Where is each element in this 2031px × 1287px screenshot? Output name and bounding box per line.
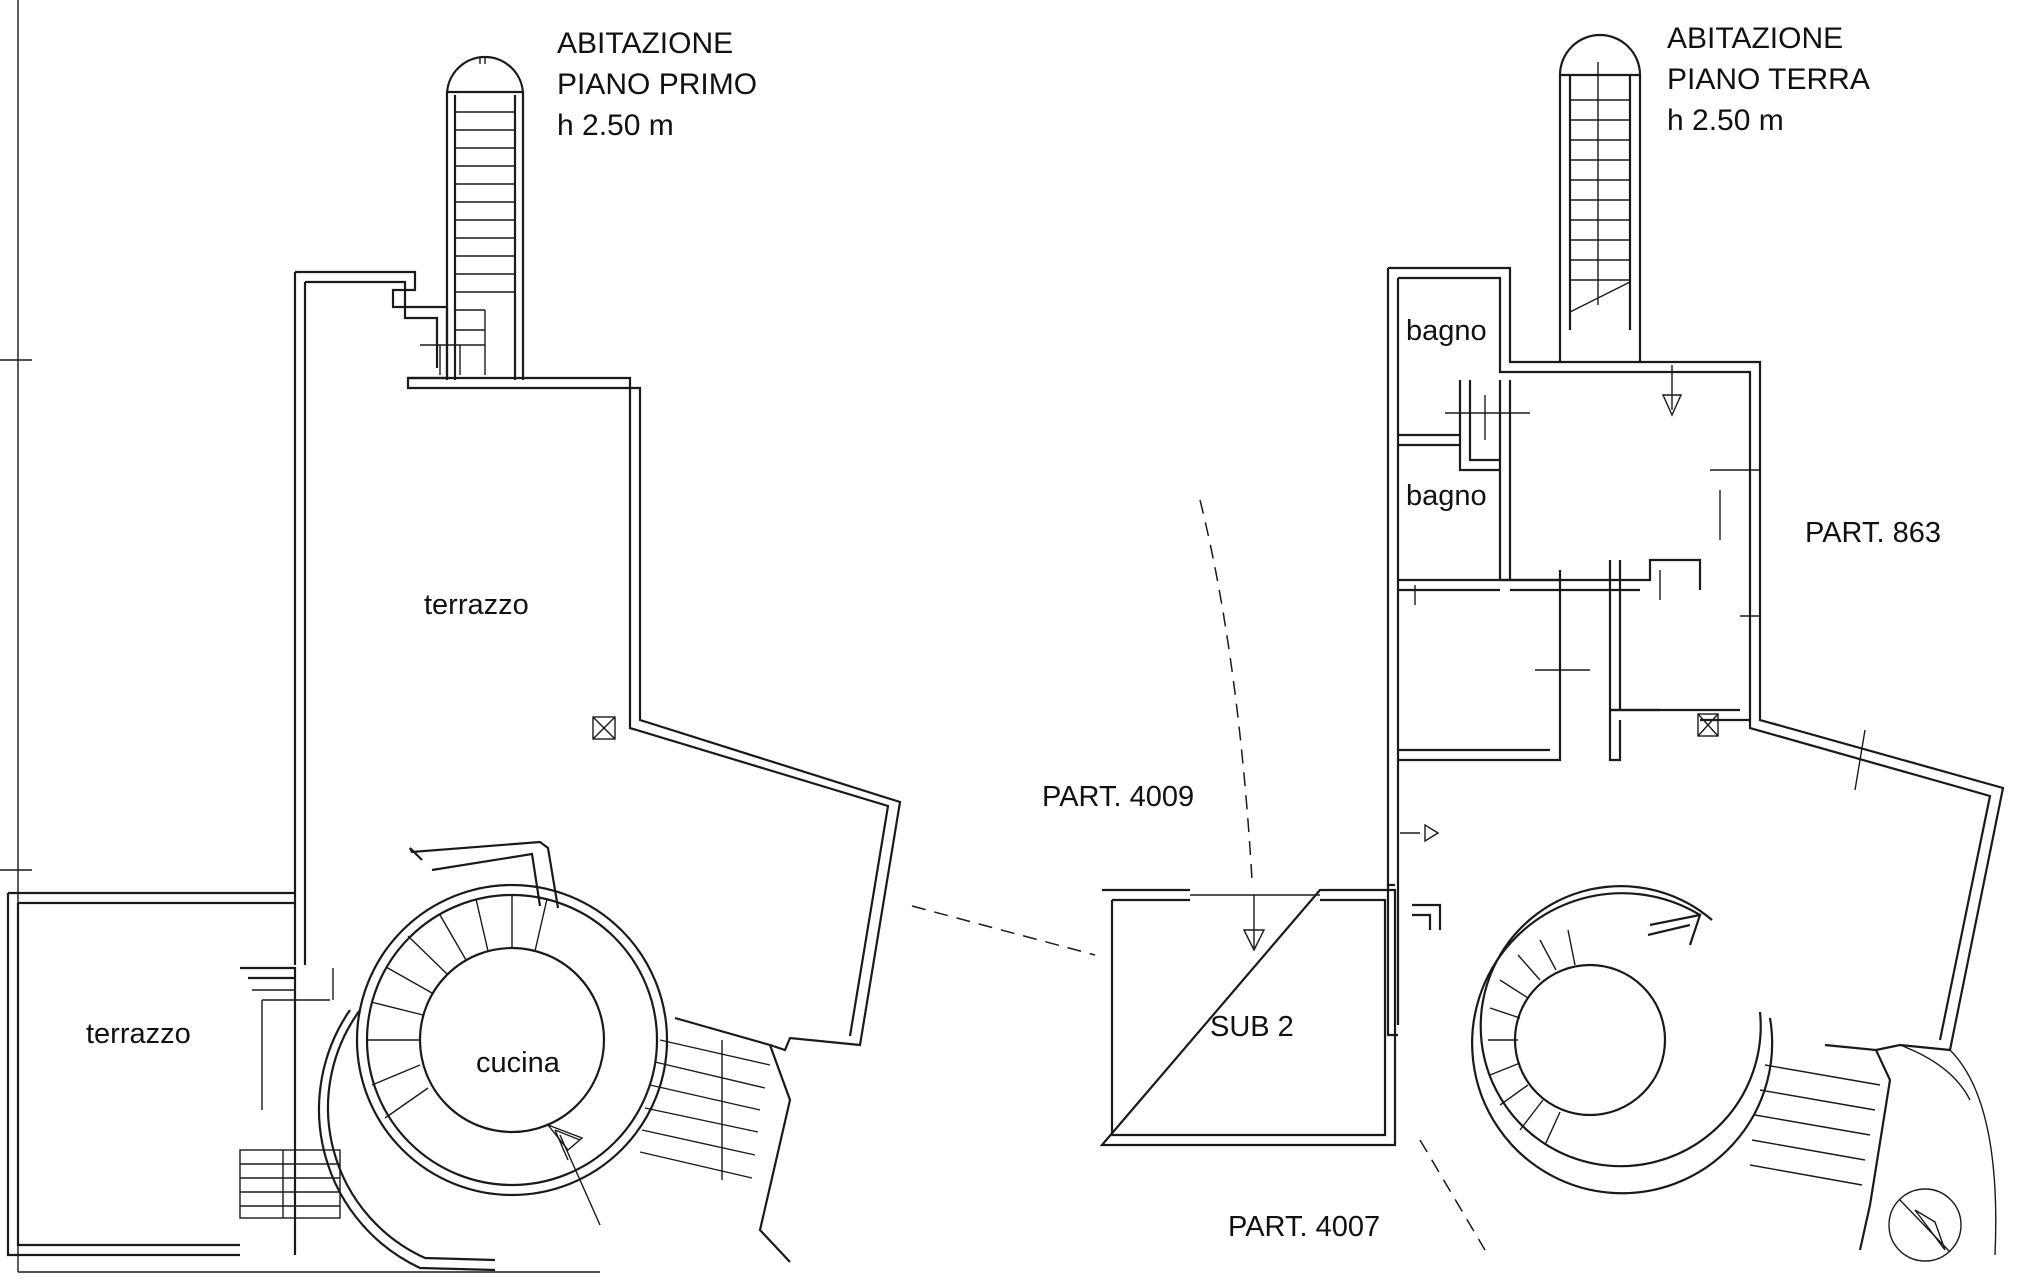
parcel-boundary-4009 xyxy=(1199,499,1253,881)
room-label-kitchen: cucina xyxy=(476,1047,561,1079)
room-label-bath-upper: bagno xyxy=(1406,315,1487,347)
first-floor-title-line2: PIANO PRIMO xyxy=(557,68,757,101)
room-label-bath-lower: bagno xyxy=(1406,480,1487,512)
parcel-label-4009: PART. 4009 xyxy=(1042,781,1194,813)
sub2-block xyxy=(1099,888,1442,1147)
sheet-frame xyxy=(0,0,600,1273)
ground-floor-height: h 2.50 m xyxy=(1667,104,1784,137)
ground-rotunda xyxy=(1471,885,1774,1195)
ground-floor-title-line1: ABITAZIONE xyxy=(1667,22,1843,55)
first-floor-height: h 2.50 m xyxy=(557,109,674,142)
drain-symbol-ground xyxy=(1697,713,1719,737)
north-arrow-icon xyxy=(1888,1188,1962,1262)
room-label-terrace-side: terrazzo xyxy=(86,1018,191,1050)
entry-steps-left xyxy=(239,1149,341,1219)
stair-tower-first-floor xyxy=(420,55,525,380)
kitchen-rotunda xyxy=(317,840,669,1272)
ground-floor-title-line2: PIANO TERRA xyxy=(1667,63,1870,96)
external-stair-ground xyxy=(1749,1043,1997,1256)
parcel-boundary-center xyxy=(911,905,1096,956)
drain-symbol xyxy=(592,716,616,740)
parcel-label-863: PART. 863 xyxy=(1805,517,1941,549)
external-stair-first-floor xyxy=(639,1016,792,1263)
parcel-boundary-4007 xyxy=(1419,1139,1486,1251)
room-label-sub2: SUB 2 xyxy=(1210,1011,1294,1043)
ground-floor-plan xyxy=(1099,33,2005,1262)
interior-partitions xyxy=(1398,380,1866,791)
parcel-label-4007: PART. 4007 xyxy=(1228,1211,1380,1243)
first-floor-title-line1: ABITAZIONE xyxy=(557,27,733,60)
room-label-terrace-main: terrazzo xyxy=(424,589,529,621)
stair-tower-ground-floor xyxy=(1558,33,1642,362)
first-floor-plan xyxy=(6,55,902,1272)
